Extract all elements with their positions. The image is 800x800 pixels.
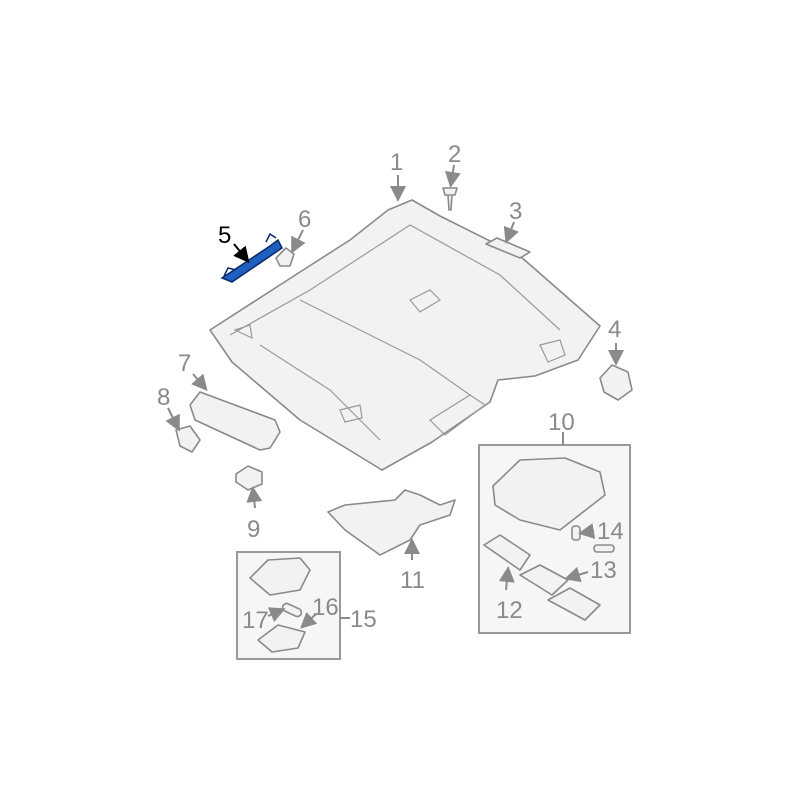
cover-part[interactable] bbox=[547, 587, 601, 621]
room-lamp-part[interactable] bbox=[249, 557, 311, 596]
bulb-part-14b[interactable] bbox=[571, 525, 581, 541]
callout-label-10: 10 bbox=[548, 409, 575, 436]
callout-label-3: 3 bbox=[509, 198, 522, 225]
callout-label-9: 9 bbox=[247, 516, 260, 543]
callout-label-17: 17 bbox=[242, 607, 269, 634]
visor-holder-part[interactable] bbox=[175, 425, 201, 453]
callout-label-2: 2 bbox=[448, 141, 461, 168]
callout-label-4: 4 bbox=[608, 316, 621, 343]
visor-clip-part[interactable] bbox=[235, 465, 263, 491]
clip-part-4[interactable] bbox=[599, 364, 633, 401]
callout-label-15: 15 bbox=[350, 606, 377, 633]
callout-label-6: 6 bbox=[298, 206, 311, 233]
pad-part[interactable] bbox=[485, 237, 531, 259]
callout-label-12: 12 bbox=[496, 597, 523, 624]
callout-label-14: 14 bbox=[597, 518, 624, 545]
callout-label-7: 7 bbox=[178, 350, 191, 377]
callout-label-1: 1 bbox=[390, 149, 403, 176]
sun-visor-part[interactable] bbox=[189, 391, 281, 451]
map-lamp-part[interactable] bbox=[492, 457, 606, 531]
callout-label-11: 11 bbox=[400, 567, 425, 594]
lens-part-16[interactable] bbox=[257, 624, 306, 653]
callout-label-16: 16 bbox=[312, 594, 339, 621]
assist-grip-part-highlighted[interactable] bbox=[220, 232, 283, 283]
screw-part[interactable] bbox=[442, 187, 458, 211]
headliner-part[interactable] bbox=[209, 199, 601, 471]
bracket-part[interactable] bbox=[327, 489, 456, 556]
bulb-part-14[interactable] bbox=[593, 544, 615, 553]
clip-part-6[interactable] bbox=[275, 247, 295, 267]
callout-arrows bbox=[165, 164, 624, 629]
callout-label-5: 5 bbox=[218, 222, 231, 249]
callout-label-13: 13 bbox=[590, 557, 617, 584]
lens-part-12[interactable] bbox=[483, 534, 531, 571]
callout-label-8: 8 bbox=[157, 384, 170, 411]
